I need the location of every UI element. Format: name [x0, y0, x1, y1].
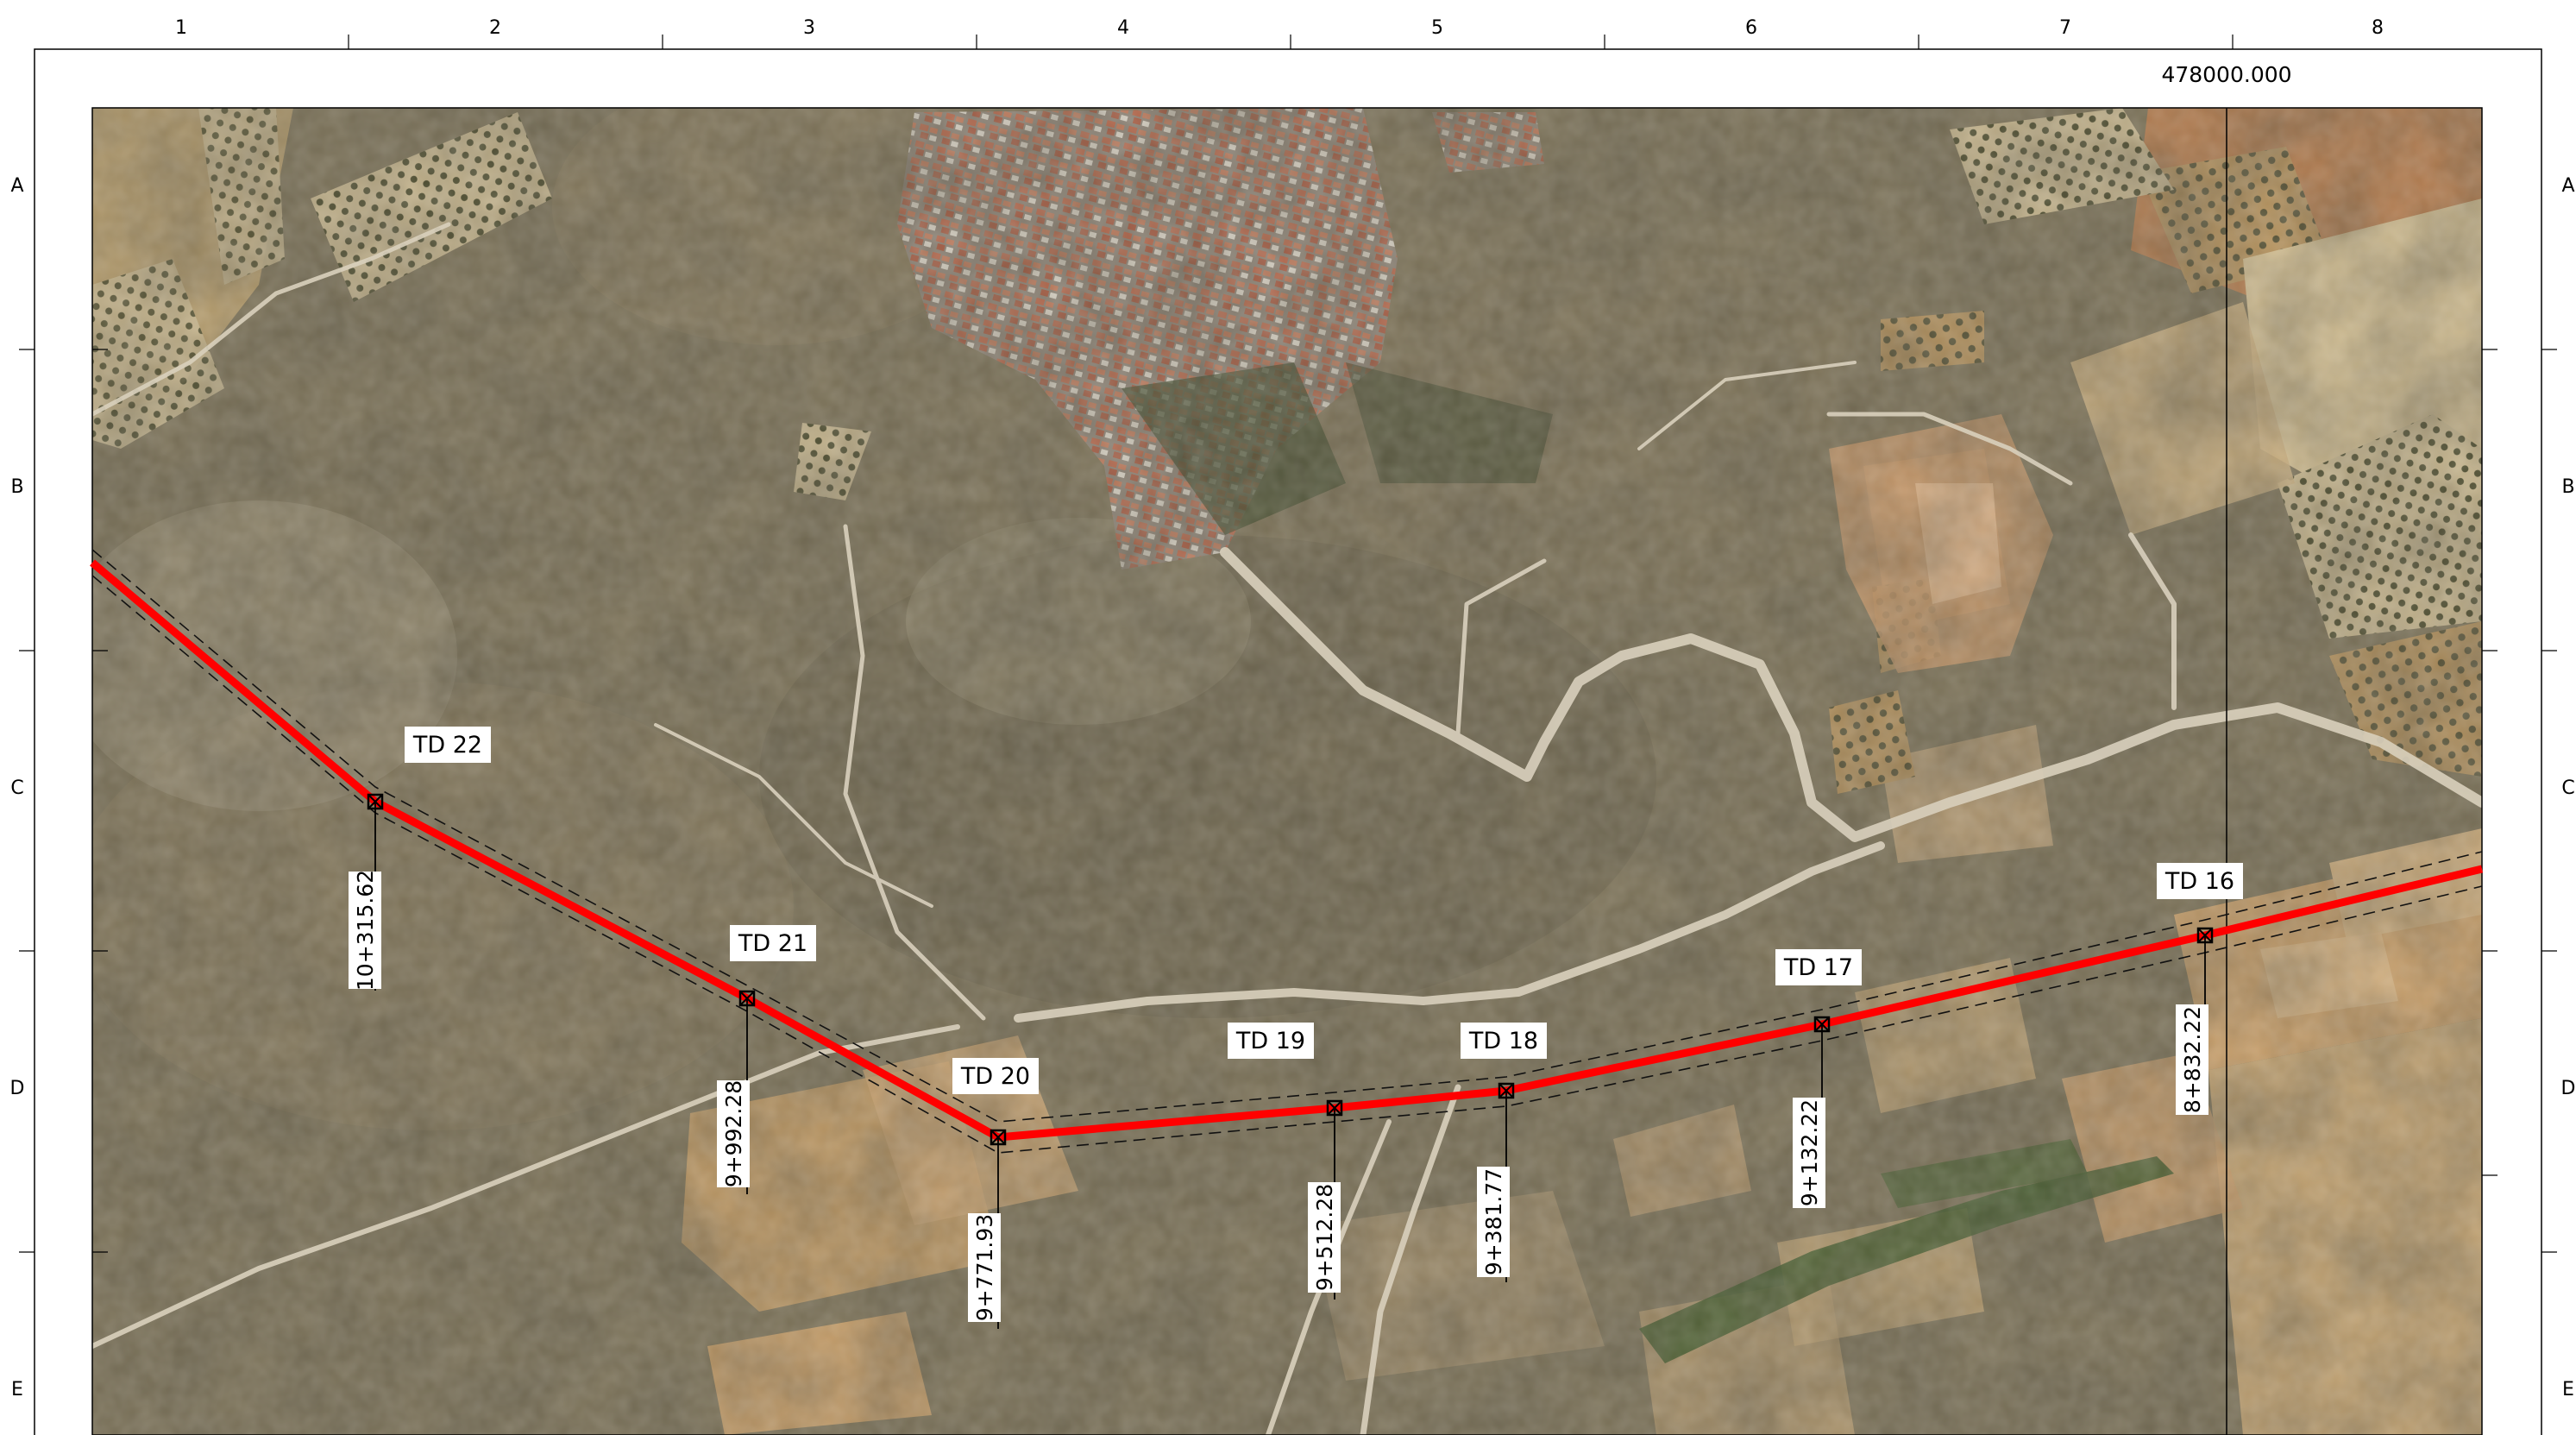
- row-label: C: [10, 777, 23, 799]
- tower-marker[interactable]: [2196, 927, 2214, 944]
- tower-td-21[interactable]: TD 21 9+992.28: [717, 925, 816, 1194]
- roads: [92, 222, 2482, 1435]
- column-label: 2: [489, 17, 501, 39]
- tower-id-box: [2157, 863, 2243, 899]
- tower-marker[interactable]: [990, 1129, 1007, 1146]
- column-label: 4: [1117, 17, 1129, 39]
- chainage-label: 9+771.93: [972, 1214, 997, 1321]
- chainage-label: 10+315.62: [353, 870, 378, 991]
- chainage-box: [968, 1213, 1001, 1322]
- tower-id: TD 19: [1235, 1028, 1305, 1054]
- tower-id-box: [952, 1058, 1039, 1094]
- row-label: A: [10, 175, 23, 197]
- chainage-label: 8+832.22: [2180, 1006, 2205, 1113]
- tower-marker[interactable]: [1326, 1099, 1343, 1117]
- tower-marker[interactable]: [1498, 1082, 1515, 1099]
- chainage-label: 9+132.22: [1797, 1099, 1822, 1206]
- row-label: B: [2561, 476, 2574, 498]
- coordinate-label: 478000.000: [2161, 62, 2291, 87]
- chainage-box: [1793, 1098, 1825, 1208]
- tower-td-19[interactable]: TD 19 9+512.28: [1228, 1023, 1343, 1300]
- tower-id: TD 22: [412, 732, 482, 758]
- tower-td-17[interactable]: TD 17 9+132.22: [1775, 949, 1862, 1208]
- row-label: D: [2561, 1078, 2576, 1099]
- tower-id-box: [1228, 1023, 1314, 1059]
- chainage-box: [349, 872, 381, 989]
- map-border: [91, 107, 2483, 1435]
- column-label: 1: [175, 17, 187, 39]
- column-label: 3: [803, 17, 815, 39]
- tower-td-22[interactable]: TD 22 10+315.62: [349, 727, 491, 991]
- tower-id-box: [1775, 949, 1862, 985]
- chainage-box: [717, 1080, 750, 1187]
- row-label: D: [10, 1078, 25, 1099]
- grid-ticks: [19, 35, 2557, 1253]
- chainage-label: 9+992.28: [721, 1080, 746, 1187]
- tower-id: TD 16: [2164, 868, 2234, 895]
- tower-id: TD 18: [1468, 1028, 1538, 1054]
- chainage-box: [1477, 1167, 1510, 1277]
- column-labels: 1 2 3 4 5 6 7 8: [175, 17, 2384, 39]
- row-labels-right: A B C D E: [2561, 175, 2576, 1400]
- row-label: E: [11, 1379, 23, 1400]
- tower-id-box: [730, 925, 816, 961]
- chainage-box: [2176, 1004, 2208, 1115]
- chainage-box: [1308, 1182, 1341, 1293]
- tower-marker[interactable]: [1813, 1016, 1831, 1033]
- tower-td-20[interactable]: TD 20 9+771.93: [952, 1058, 1039, 1329]
- aerial-photo: [92, 108, 2482, 1435]
- tower-marker[interactable]: [738, 990, 756, 1007]
- tower-id: TD 21: [738, 930, 807, 957]
- tower-td-18[interactable]: TD 18 9+381.77: [1461, 1023, 1547, 1282]
- column-label: 6: [1745, 17, 1757, 39]
- tower-id-box: [1461, 1023, 1547, 1059]
- tower-id: TD 17: [1783, 954, 1853, 981]
- row-label: E: [2562, 1379, 2574, 1400]
- column-label: 8: [2372, 17, 2384, 39]
- row-label: C: [2561, 777, 2574, 799]
- row-label: B: [10, 476, 23, 498]
- tower-marker[interactable]: [367, 793, 384, 810]
- column-label: 7: [2059, 17, 2071, 39]
- tower-id: TD 20: [960, 1063, 1030, 1090]
- column-label: 5: [1431, 17, 1443, 39]
- row-labels-left: A B C D E: [10, 175, 25, 1400]
- corridor-edge: [91, 549, 2483, 1123]
- tower-id-box: [405, 727, 491, 763]
- chainage-label: 9+512.28: [1312, 1184, 1337, 1291]
- chainage-label: 9+381.77: [1481, 1168, 1506, 1275]
- tower-td-16[interactable]: TD 16 8+832.22: [2157, 863, 2243, 1115]
- sheet-border: [34, 48, 2542, 1435]
- row-label: A: [2561, 175, 2574, 197]
- corridor-edge: [91, 575, 2483, 1154]
